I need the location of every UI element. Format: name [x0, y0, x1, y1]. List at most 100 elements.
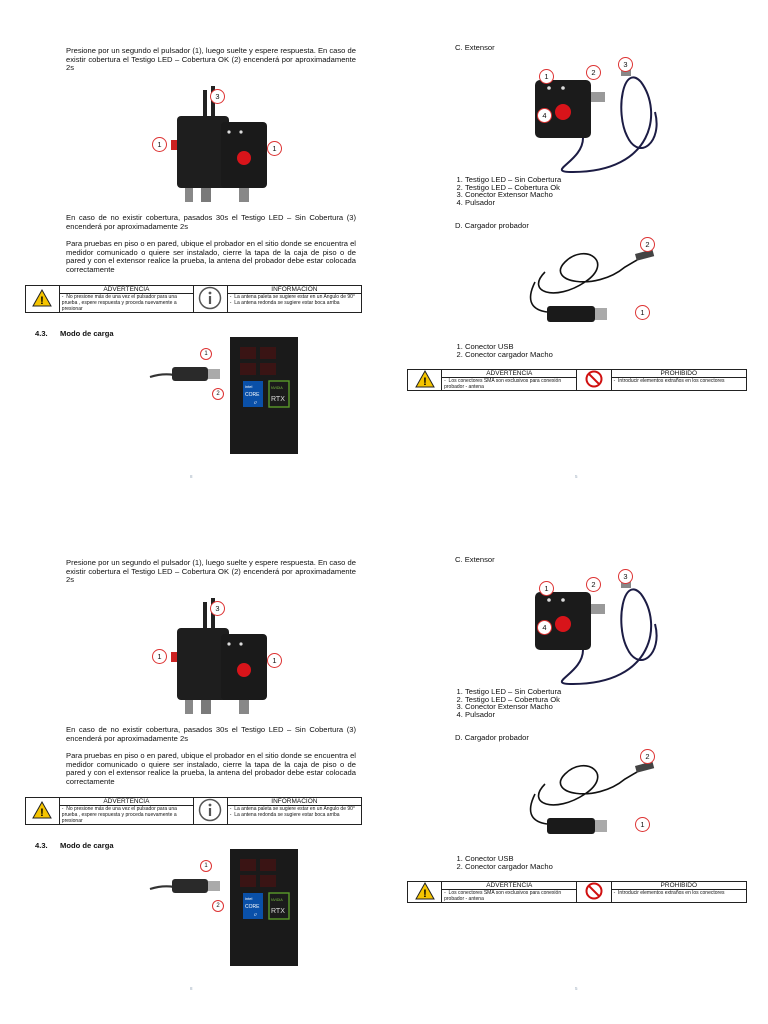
usb-plug — [172, 879, 208, 893]
notice-table-right: ! ADVERTENCIA PROHIBIDO - Los conectores… — [406, 369, 748, 391]
paragraph-press-button: Presione por un segundo el pulsador (1),… — [66, 558, 356, 585]
notice-table-right: ! ADVERTENCIA PROHIBIDO - Los conectores… — [406, 881, 748, 903]
intel-sticker — [243, 381, 263, 407]
charger-list: Conector USB Conector cargador Macho — [453, 855, 553, 870]
callout-led-1: 1 — [539, 581, 554, 596]
svg-text:RTX: RTX — [271, 396, 285, 403]
list-item: Testigo LED – Cobertura Ok — [465, 695, 561, 704]
callout-1: 1 — [152, 137, 167, 152]
tester-box — [177, 116, 229, 188]
list-item: Testigo LED – Cobertura Ok — [465, 183, 561, 192]
paragraph-no-coverage: En caso de no existir cobertura, pasados… — [66, 725, 356, 743]
list-item: Conector USB — [465, 855, 553, 863]
callout-button-4: 4 — [537, 108, 552, 123]
prohibited-icon — [585, 370, 603, 388]
callout-button-4: 4 — [537, 620, 552, 635]
notice-table-left: ! ADVERTENCIA INFORMACION - No presione … — [25, 285, 363, 313]
warning-icon-cell: ! — [25, 797, 60, 825]
svg-text:NVIDIA: NVIDIA — [271, 898, 283, 902]
list-item: Conector Extensor Macho — [465, 191, 561, 199]
warning-title: ADVERTENCIA — [441, 881, 578, 890]
section-number: 4.3. — [35, 841, 48, 850]
barrel-connector — [635, 761, 655, 773]
callout-usb-1: 1 — [200, 348, 212, 360]
paragraph-no-coverage: En caso de no existir cobertura, pasados… — [66, 213, 356, 231]
antenna-1 — [203, 90, 207, 120]
svg-text:!: ! — [41, 807, 45, 819]
svg-text:intel: intel — [245, 384, 252, 389]
section-number: 4.3. — [35, 329, 48, 338]
callout-connector-3: 3 — [618, 57, 633, 72]
svg-text:RTX: RTX — [271, 908, 285, 915]
section-title: Modo de carga — [60, 329, 114, 338]
tester-photo — [171, 592, 285, 720]
nvidia-sticker — [268, 892, 290, 920]
list-item: Testigo LED – Sin Cobertura — [465, 688, 561, 696]
list-item: Conector cargador Macho — [465, 350, 553, 359]
svg-text:NVIDIA: NVIDIA — [271, 386, 283, 390]
info-title: INFORMACION — [226, 797, 363, 806]
warning-icon-cell: ! — [406, 881, 443, 903]
left-page: Presione por un segundo el pulsador (1),… — [25, 0, 365, 512]
info-icon — [199, 286, 222, 310]
callout-1b: 1 — [267, 141, 282, 156]
page-number-right: 5 — [575, 986, 578, 991]
usb-connector — [547, 818, 595, 834]
extender-button — [555, 104, 571, 120]
svg-text:i7: i7 — [254, 400, 258, 405]
callout-charger-2: 2 — [640, 749, 655, 764]
heading-extensor: C. Extensor — [455, 555, 495, 564]
warning-icon: ! — [32, 800, 53, 819]
charging-photo: intel CORE i7 NVIDIA RTX — [149, 849, 298, 966]
info-text: - La antena paleta se sugiere estar en u… — [226, 805, 363, 825]
section-title: Modo de carga — [60, 841, 114, 850]
notice-table-left: ! ADVERTENCIA INFORMACION - No presione … — [25, 797, 363, 825]
nvidia-sticker — [268, 380, 290, 408]
warning-text: - No presione más de una vez el pulsador… — [58, 805, 194, 825]
charger-list: Conector USB Conector cargador Macho — [453, 343, 553, 358]
callout-port-2: 2 — [212, 900, 224, 912]
info-text: - La antena paleta se sugiere estar en u… — [226, 293, 363, 313]
svg-text:CORE: CORE — [245, 392, 260, 398]
extender-button — [555, 616, 571, 632]
list-item: Conector Extensor Macho — [465, 703, 561, 711]
warning-text: - Los conectores SMA son exclusivos para… — [441, 377, 578, 391]
charger-photo — [529, 249, 655, 322]
list-item: Pulsador — [465, 711, 561, 719]
extensor-list: Testigo LED – Sin Cobertura Testigo LED … — [453, 176, 561, 206]
prohibited-title: PROHIBIDO — [610, 369, 748, 378]
usb-plug — [172, 367, 208, 381]
prohibited-title: PROHIBIDO — [610, 881, 748, 890]
warning-icon: ! — [32, 288, 53, 307]
heading-extensor: C. Extensor — [455, 43, 495, 52]
tester-box — [177, 628, 229, 700]
info-icon — [199, 798, 222, 822]
svg-text:CORE: CORE — [245, 904, 260, 910]
callout-led-2: 2 — [586, 65, 601, 80]
callout-led-1: 1 — [539, 69, 554, 84]
warning-text: - No presione más de una vez el pulsador… — [58, 293, 194, 313]
page-number-left: 8 — [190, 986, 193, 991]
right-page: C. Extensor 1 2 3 4 Testigo LED – Sin Co… — [405, 0, 750, 512]
prohibited-icon-cell — [576, 881, 612, 903]
intel-sticker — [243, 893, 263, 919]
info-icon-cell — [192, 797, 228, 825]
warning-text: - Los conectores SMA son exclusivos para… — [441, 889, 578, 903]
push-button — [237, 663, 251, 677]
charging-photo: intel CORE i7 NVIDIA RTX — [149, 337, 298, 454]
prohibited-icon — [585, 882, 603, 900]
callout-connector-3: 3 — [618, 569, 633, 584]
heading-charger: D. Cargador probador — [455, 221, 529, 230]
warning-icon-cell: ! — [406, 369, 443, 391]
paragraph-floor-wall: Para pruebas en piso o en pared, ubique … — [66, 239, 356, 274]
svg-text:intel: intel — [245, 896, 252, 901]
barrel-connector — [635, 249, 655, 261]
page-number-right: 5 — [575, 474, 578, 479]
warning-icon-cell: ! — [25, 285, 60, 313]
warning-icon: ! — [414, 369, 435, 388]
document-spread-bottom: Presione por un segundo el pulsador (1),… — [0, 512, 768, 1024]
extensor-list: Testigo LED – Sin Cobertura Testigo LED … — [453, 688, 561, 718]
prohibited-text: - Introducir elementos extraños en los c… — [610, 889, 748, 903]
callout-usb-1: 1 — [200, 860, 212, 872]
heading-charger: D. Cargador probador — [455, 733, 529, 742]
